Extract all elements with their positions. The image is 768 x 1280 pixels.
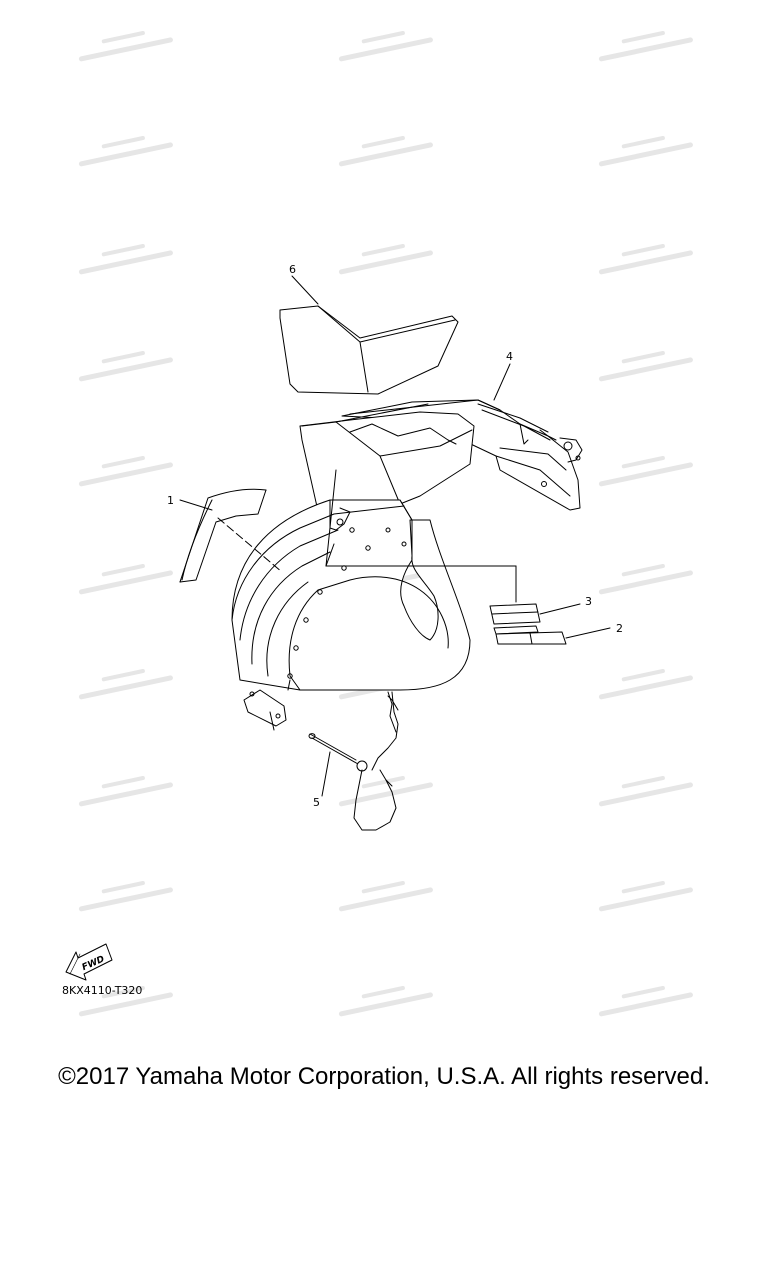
- callout-3: 3: [585, 595, 592, 608]
- watermark-mark: [78, 881, 173, 912]
- part-code: 8KX4110-T320: [62, 984, 142, 997]
- watermark-mark: [598, 564, 693, 595]
- callout-4: 4: [506, 350, 513, 363]
- part-2-decal: [495, 631, 567, 645]
- part-5-pin: [308, 691, 399, 831]
- part-1-label: [179, 488, 267, 583]
- watermark-mark: [78, 669, 173, 700]
- watermark-mark: [598, 669, 693, 700]
- watermark-mark: [78, 31, 173, 62]
- callout-1: 1: [167, 494, 174, 507]
- watermark-mark: [78, 136, 173, 167]
- watermark-mark: [598, 244, 693, 275]
- main-fender-body: [231, 499, 471, 731]
- watermark-mark: [598, 986, 693, 1017]
- copyright-notice: ©2017 Yamaha Motor Corporation, U.S.A. A…: [58, 1063, 710, 1090]
- part-6-seat-pad: [279, 305, 459, 395]
- watermark-mark: [338, 31, 433, 62]
- watermark-mark: [338, 776, 433, 807]
- watermark-mark: [78, 351, 173, 382]
- watermark-mark: [598, 351, 693, 382]
- part-4-upper-cover: [299, 399, 583, 527]
- part-3-decal: [489, 603, 541, 635]
- watermark-mark: [598, 776, 693, 807]
- watermark-mark: [338, 986, 433, 1017]
- watermark-mark: [78, 986, 173, 1017]
- watermark-mark: [598, 136, 693, 167]
- watermark-mark: [78, 244, 173, 275]
- callout-2: 2: [616, 622, 623, 635]
- callout-6: 6: [289, 263, 296, 276]
- watermark-mark: [78, 564, 173, 595]
- callout-5: 5: [313, 796, 320, 809]
- watermark-mark: [338, 881, 433, 912]
- watermark-mark: [78, 456, 173, 487]
- fwd-arrow-icon: [65, 943, 113, 981]
- watermark-mark: [598, 456, 693, 487]
- leader-lines: [179, 275, 611, 797]
- watermark-mark: [598, 881, 693, 912]
- watermark-mark: [338, 244, 433, 275]
- watermark-mark: [78, 776, 173, 807]
- watermark-mark: [598, 31, 693, 62]
- watermark-mark: [338, 136, 433, 167]
